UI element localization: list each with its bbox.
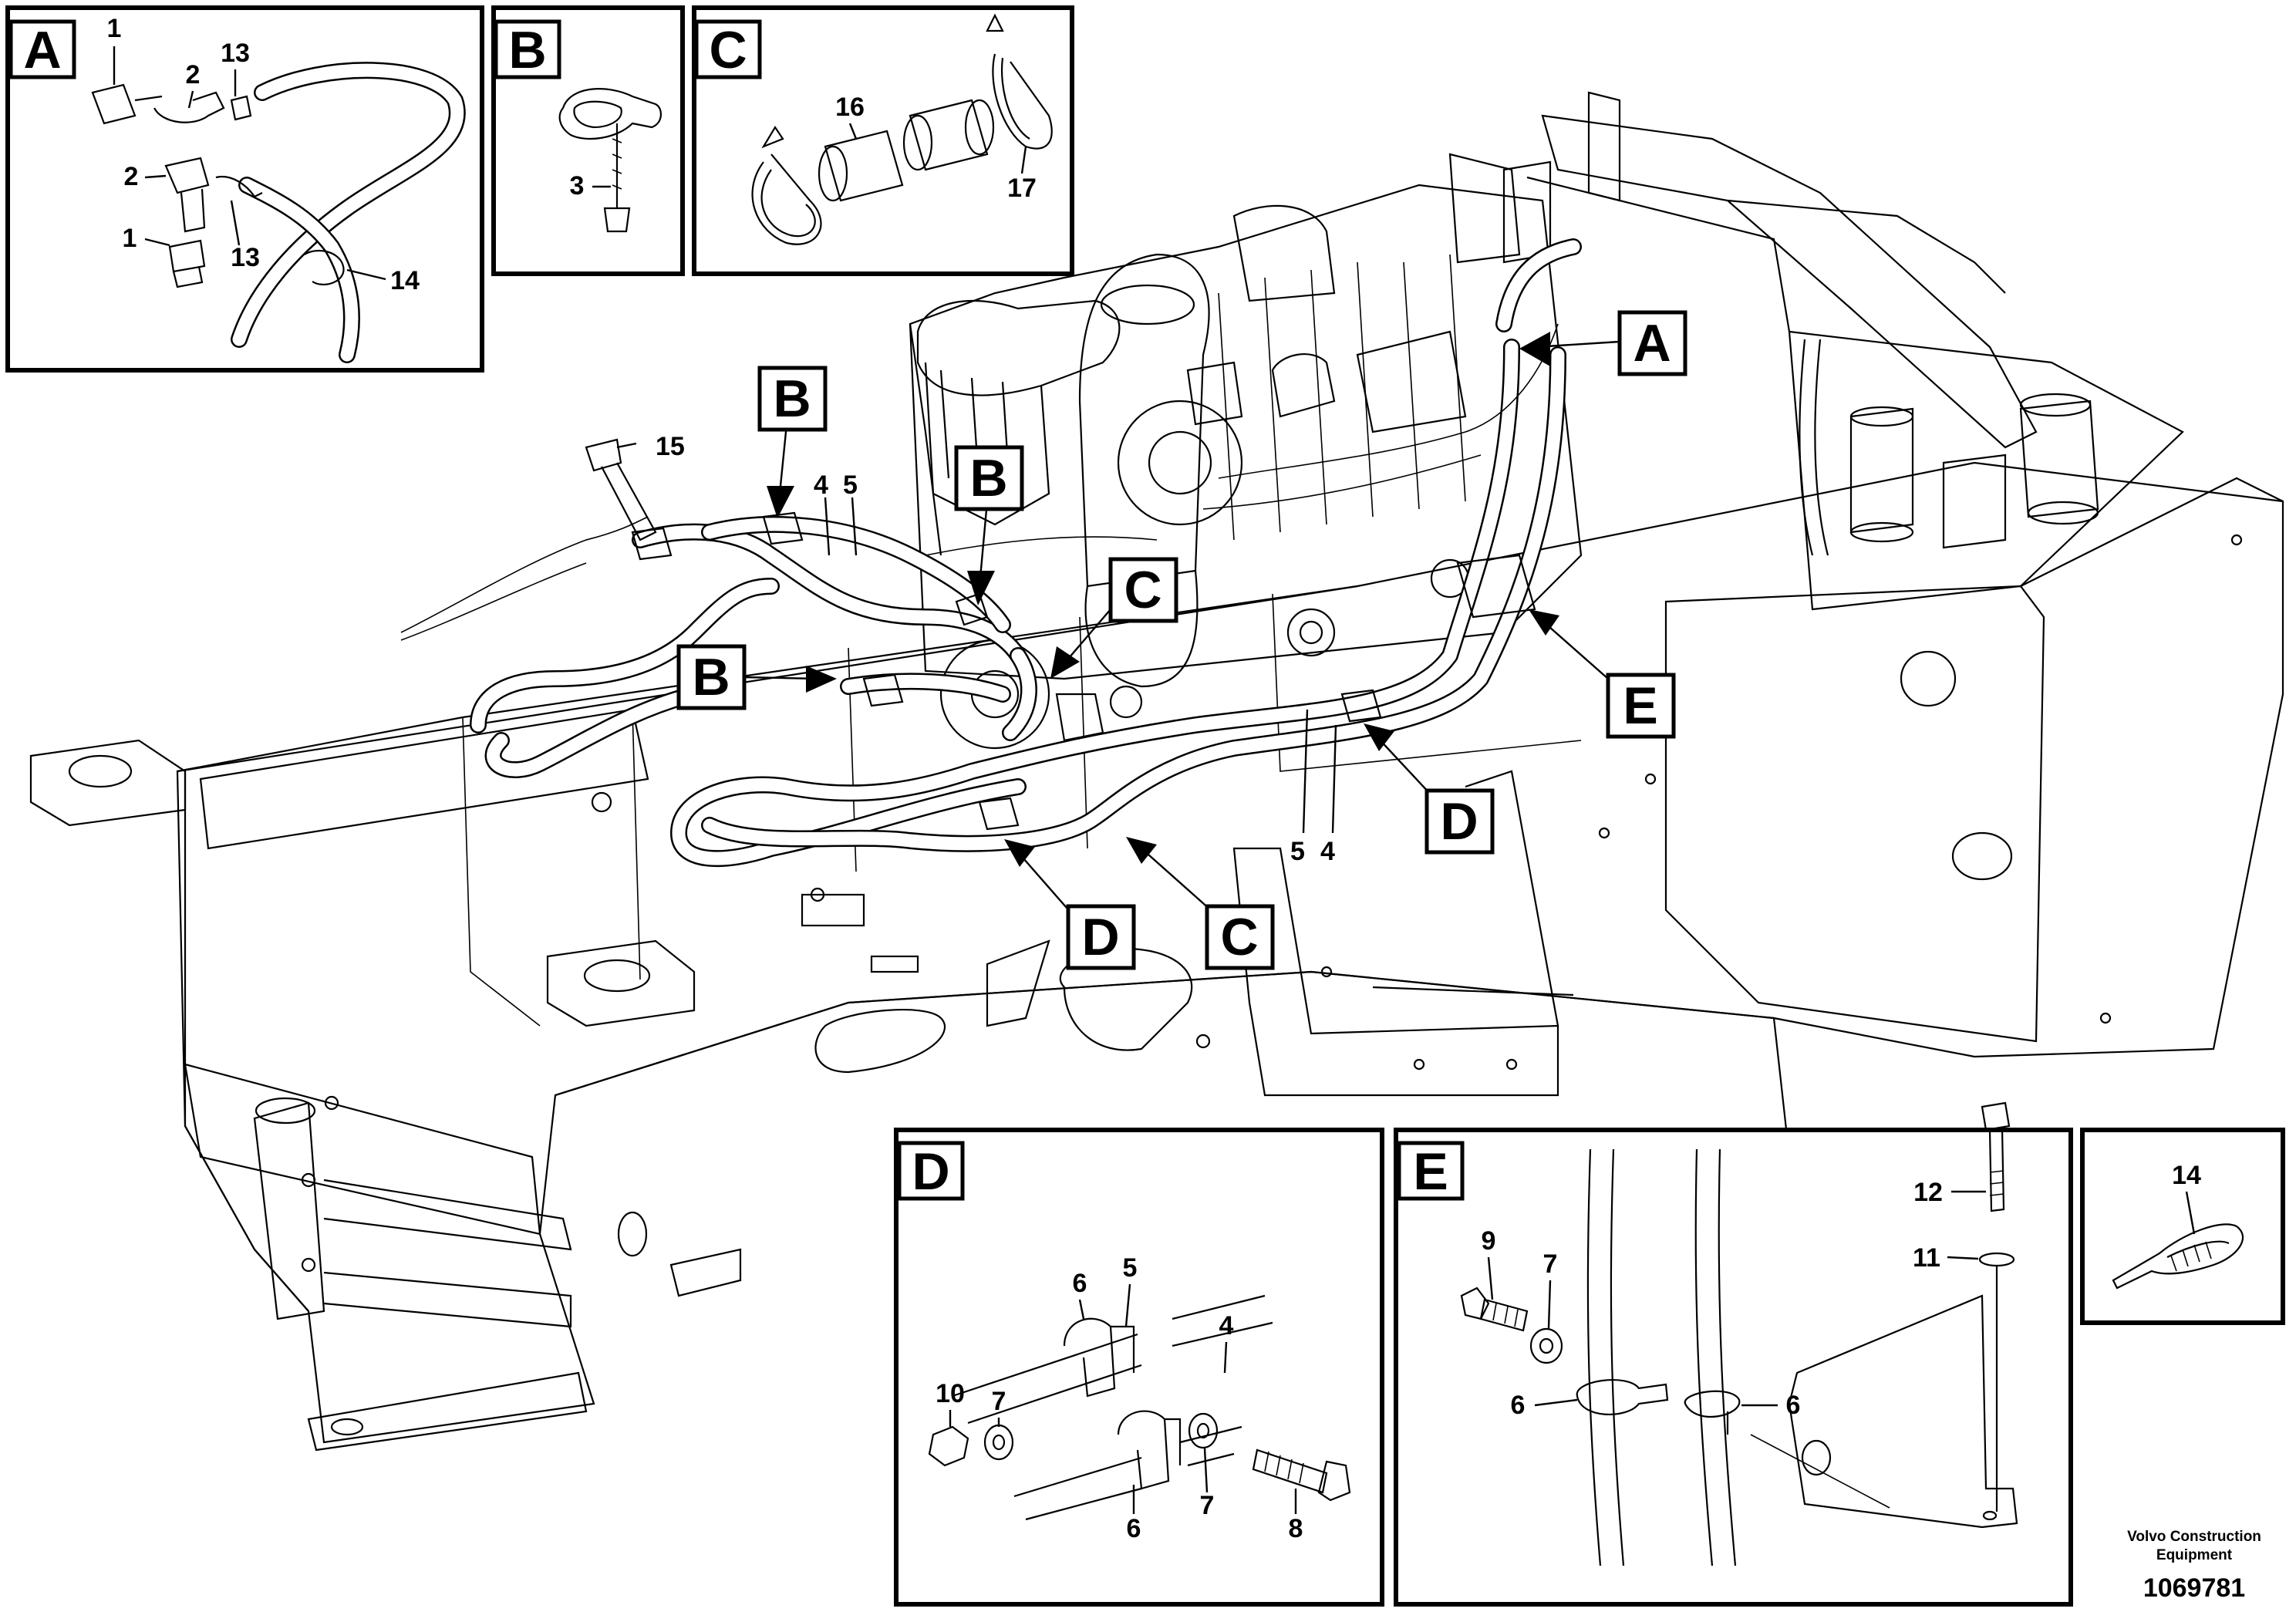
hose-clamps <box>631 511 1536 831</box>
callout-C-2 <box>1205 904 1275 970</box>
callout-C-1-letter: C <box>1124 561 1161 619</box>
credit-line-1: Volvo Construction <box>2127 1529 2261 1545</box>
panel-A-label-13-top: 13 <box>221 39 250 68</box>
panel-D-label-7-top: 7 <box>992 1387 1006 1416</box>
callout-C-2-letter: C <box>1220 908 1258 966</box>
panel-D-label-6-bottom: 6 <box>1127 1514 1141 1543</box>
detail-panel-C: C 16 17 <box>692 5 1074 276</box>
callout-B-3-letter: B <box>692 648 730 706</box>
panel-D-label-6-top: 6 <box>1073 1269 1087 1298</box>
main-assembly <box>29 91 2284 1452</box>
panel-C-letter: C <box>709 21 747 79</box>
callout-B-2 <box>954 445 1024 511</box>
panel-D-label-7-bottom: 7 <box>1200 1491 1215 1520</box>
hose-routing <box>400 238 1582 868</box>
panel-E-label-7: 7 <box>1543 1249 1558 1279</box>
callout-B-1 <box>757 366 828 432</box>
panel-E-label-9: 9 <box>1482 1226 1496 1256</box>
panel-B-letter: B <box>508 21 546 79</box>
label-4-bottom: 4 <box>1320 837 1335 866</box>
frame <box>29 176 2284 1452</box>
callout-D-1 <box>1066 904 1136 970</box>
callout-A <box>1617 310 1687 376</box>
detail-panel-E: E 12 11 9 7 <box>1394 1101 2073 1607</box>
panel-A-label-2-mid: 2 <box>124 162 139 191</box>
panel-A-label-14: 14 <box>390 266 420 295</box>
document-number: 1069781 <box>2143 1573 2245 1603</box>
callout-D-1-letter: D <box>1081 908 1119 966</box>
label-5-top: 5 <box>843 470 858 500</box>
panel-E-label-11: 11 <box>1913 1243 1940 1273</box>
panel-E-letter: E <box>1413 1142 1448 1201</box>
panel-D-letter: D <box>912 1142 949 1201</box>
detail-panel-14: 14 <box>2080 1128 2285 1325</box>
label-15: 15 <box>656 432 685 461</box>
filter-assembly <box>1502 91 2099 556</box>
credit-line-2: Equipment <box>2156 1547 2233 1563</box>
callout-E-letter: E <box>1623 676 1657 735</box>
detail-panel-B: B 3 <box>491 5 685 276</box>
panel-A-letter: A <box>23 21 61 79</box>
panel-D-label-8: 8 <box>1289 1514 1303 1543</box>
detail-panel-A: A 1 2 13 2 13 1 14 <box>5 5 484 373</box>
footer: Volvo Construction Equipment 1069781 <box>2127 1529 2261 1603</box>
panel-C-label-16: 16 <box>835 93 865 122</box>
panel-14-label: 14 <box>2172 1161 2201 1190</box>
panel-D-label-5: 5 <box>1123 1253 1138 1283</box>
panel-A-label-13-bottom: 13 <box>231 243 260 272</box>
main-callouts: A B B B C C D D <box>616 310 1687 970</box>
panel-E-label-6-left: 6 <box>1511 1391 1526 1420</box>
callout-E <box>1606 673 1676 739</box>
panel-D-label-10: 10 <box>936 1379 965 1408</box>
callout-A-letter: A <box>1633 314 1671 373</box>
callout-B-1-letter: B <box>773 369 811 428</box>
callout-D-2-letter: D <box>1440 792 1478 851</box>
callout-D-2 <box>1424 788 1495 855</box>
callout-B-3 <box>676 644 747 710</box>
panel-C-label-17: 17 <box>1007 174 1037 203</box>
panel-A-label-1-bottom: 1 <box>123 224 137 253</box>
panel-A-label-1-top: 1 <box>107 14 122 43</box>
bolt-dots <box>301 534 2243 1273</box>
panel-D-label-4: 4 <box>1219 1311 1234 1340</box>
label-4-top: 4 <box>814 470 828 500</box>
panel-B-label-3: 3 <box>570 171 585 201</box>
label-5-bottom: 5 <box>1290 837 1305 866</box>
callout-B-2-letter: B <box>969 449 1007 508</box>
callout-C-1 <box>1108 557 1178 623</box>
panel-A-label-2-top: 2 <box>186 60 201 89</box>
panel-E-label-6-right: 6 <box>1786 1391 1801 1420</box>
detail-panel-D: D 10 7 6 5 4 <box>894 1128 1384 1607</box>
panel-E-label-12: 12 <box>1913 1178 1943 1207</box>
plug-15 <box>585 438 657 541</box>
